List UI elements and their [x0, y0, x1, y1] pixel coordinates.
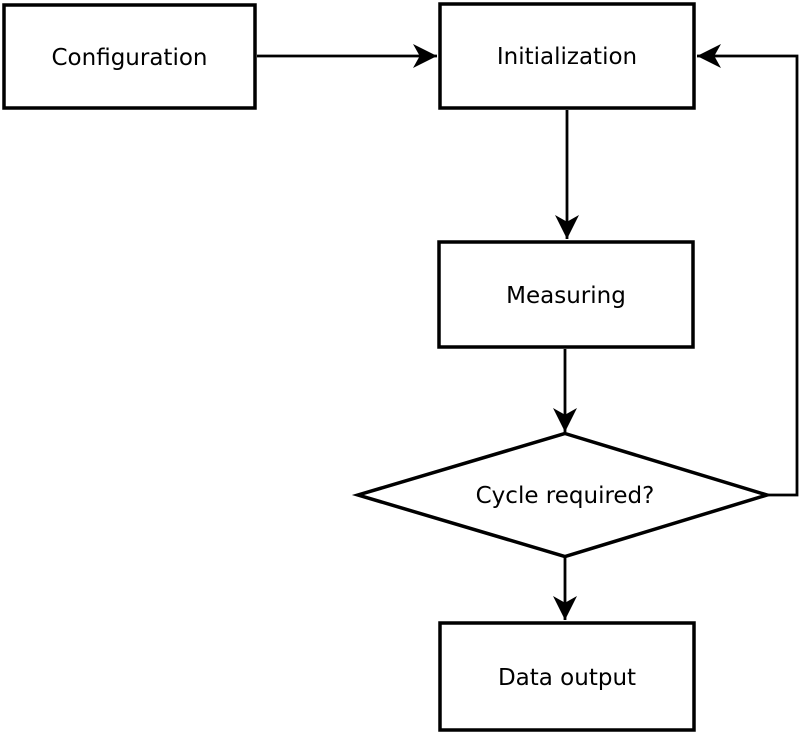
- node-measuring-label: Measuring: [506, 283, 626, 309]
- node-data-output-label: Data output: [498, 665, 636, 691]
- node-measuring: [437, 240, 695, 349]
- edge-cycle-required-to-initialization-loop: [697, 44, 799, 497]
- node-initialization-label: Initialization: [497, 44, 637, 70]
- node-data-output: [438, 621, 696, 732]
- node-configuration-label: Configuration: [52, 45, 208, 71]
- node-initialization: [438, 2, 696, 110]
- node-cycle-required-diamond: [351, 431, 774, 559]
- node-configuration: [2, 3, 257, 110]
- node-cycle-required-label: Cycle required?: [476, 483, 655, 509]
